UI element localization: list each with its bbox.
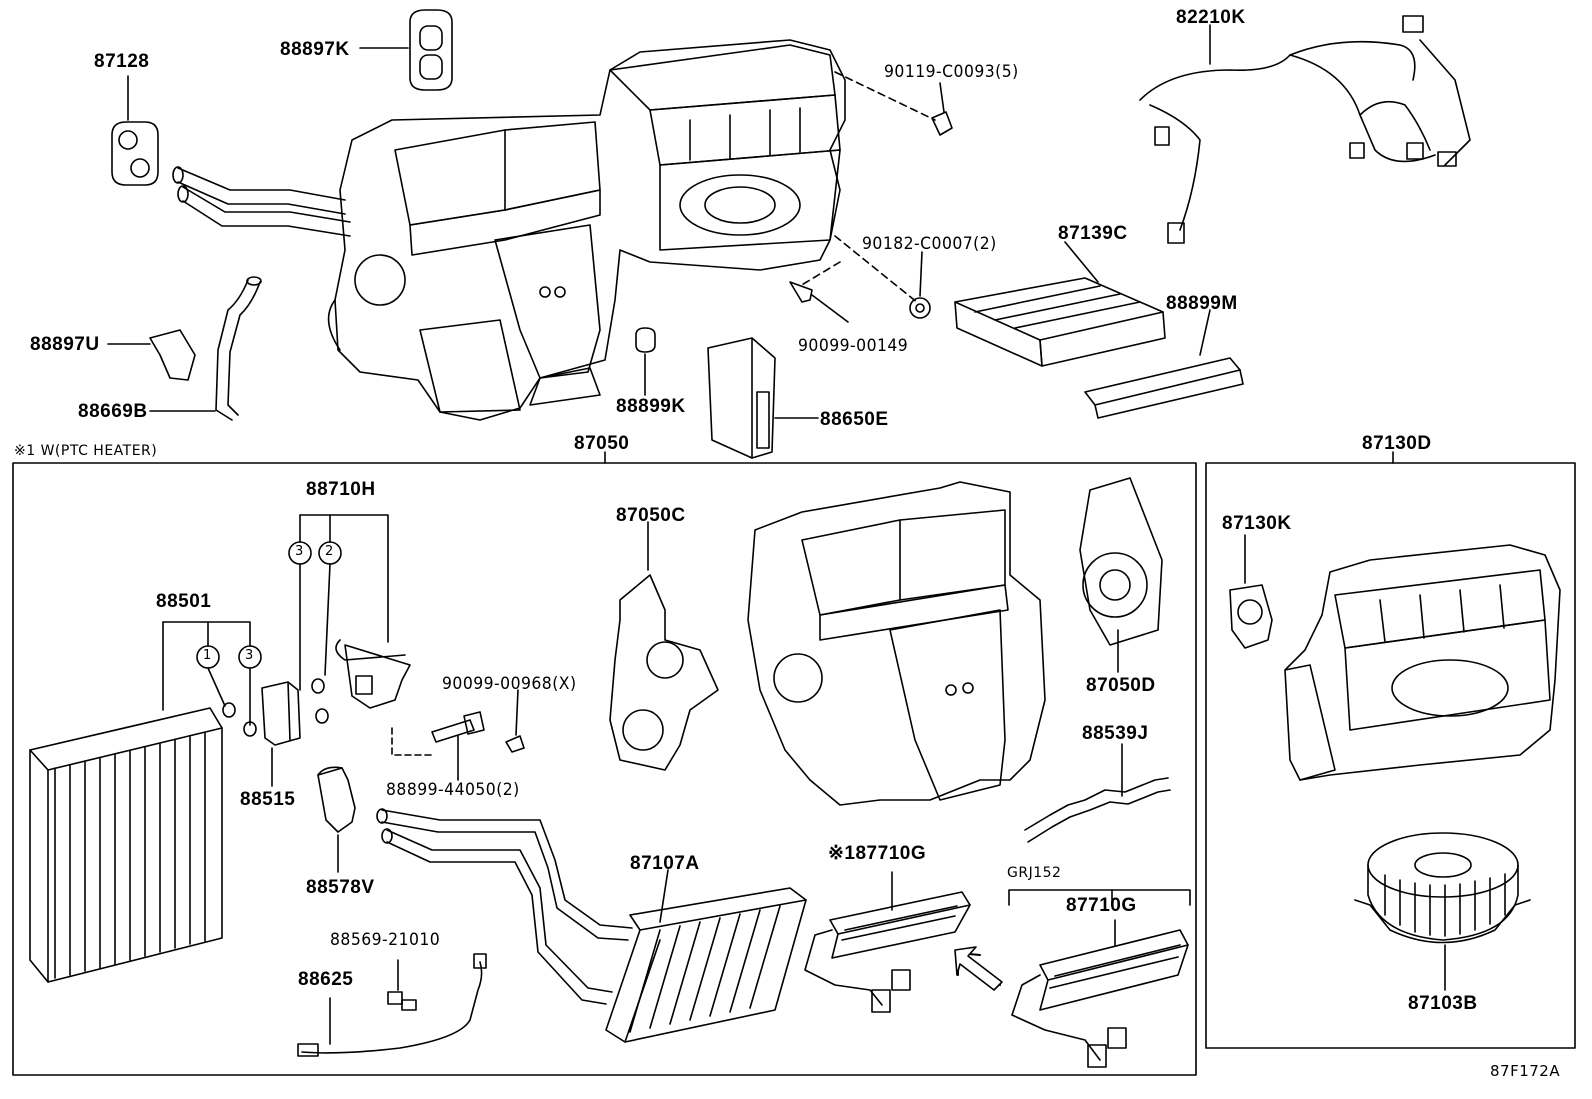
hose-88539J [1024, 743, 1171, 843]
label-grj152: GRJ152 [1007, 865, 1062, 881]
ecu-88650E [707, 337, 776, 459]
main-case-87050 [747, 481, 1046, 806]
sensor-88625 [297, 953, 487, 1057]
label-87130K: 87130K [1222, 513, 1292, 534]
note-ptc-heater: ※1 W(PTC HEATER) [14, 443, 158, 459]
label-88669B: 88669B [78, 401, 148, 422]
label-90182: 90182-C0007(2) [862, 234, 997, 254]
bolt-88899-44050 [431, 711, 485, 743]
callout-3a-text: 3 [295, 544, 304, 559]
wire-harness-82210K [1139, 15, 1471, 244]
case-87050C [609, 574, 719, 771]
frame-87130D [1205, 462, 1576, 1049]
label-87103B: 87103B [1408, 993, 1478, 1014]
ptc-heater-right [1011, 929, 1189, 1068]
evaporator [29, 707, 223, 983]
callout-1-text: 1 [203, 648, 212, 663]
label-90119: 90119-C0093(5) [884, 62, 1019, 82]
label-88897U: 88897U [30, 334, 100, 355]
label-87050C: 87050C [616, 505, 686, 526]
grommet-87128 [111, 121, 159, 186]
label-88899-44050: 88899-44050(2) [386, 780, 520, 800]
duct-88578V [317, 766, 356, 833]
label-90099-00149: 90099-00149 [798, 336, 909, 356]
grommet-88897K [409, 9, 453, 91]
label-87050: 87050 [574, 433, 630, 454]
label-88515: 88515 [240, 789, 296, 810]
bolt-90119 [931, 82, 953, 136]
label-87139C: 87139C [1058, 223, 1128, 244]
callout-3b-text: 3 [245, 648, 254, 663]
cooler-tube-88710H [335, 639, 411, 709]
label-88899M: 88899M [1166, 293, 1238, 314]
case-87050D [1079, 477, 1163, 646]
label-87128: 87128 [94, 51, 150, 72]
label-88539J: 88539J [1082, 723, 1149, 744]
hvac-assembly-top [327, 39, 846, 421]
blower-motor-87103B [1354, 832, 1531, 944]
label-88897K: 88897K [280, 39, 350, 60]
plug-88899K [635, 327, 656, 353]
screw-90099-00149 [789, 281, 849, 323]
label-87710G: 87710G [1066, 895, 1137, 916]
air-filter-87139C [954, 277, 1166, 367]
label-88501: 88501 [156, 591, 212, 612]
label-90099-00968: 90099-00968(X) [442, 674, 577, 694]
label-88899K: 88899K [616, 396, 686, 417]
label-88650E: 88650E [820, 409, 889, 430]
label-87130D: 87130D [1362, 433, 1432, 454]
expansion-valve-88515 [261, 681, 301, 746]
label-88625: 88625 [298, 969, 354, 990]
heater-pipes-top [172, 166, 351, 237]
label-87710G-ptc: ※187710G [828, 843, 927, 864]
screw-90099-00968 [505, 735, 525, 753]
blower-unit-87130D [1284, 544, 1561, 781]
label-88569-21010: 88569-21010 [330, 930, 441, 950]
ptc-heater-left [804, 891, 971, 1013]
label-82210K: 82210K [1176, 7, 1246, 28]
nut-90182 [909, 297, 931, 319]
heater-core-87107A [376, 808, 807, 1043]
servo-87130K [1229, 584, 1273, 649]
reference-code: 87F172A [1490, 1062, 1561, 1080]
label-87050D: 87050D [1086, 675, 1156, 696]
label-88710H: 88710H [306, 479, 376, 500]
drain-hose [149, 276, 262, 421]
filter-cover-88899M [1084, 357, 1244, 419]
label-87107A: 87107A [630, 853, 700, 874]
callout-2a-text: 2 [325, 544, 334, 559]
label-88578V: 88578V [306, 877, 375, 898]
